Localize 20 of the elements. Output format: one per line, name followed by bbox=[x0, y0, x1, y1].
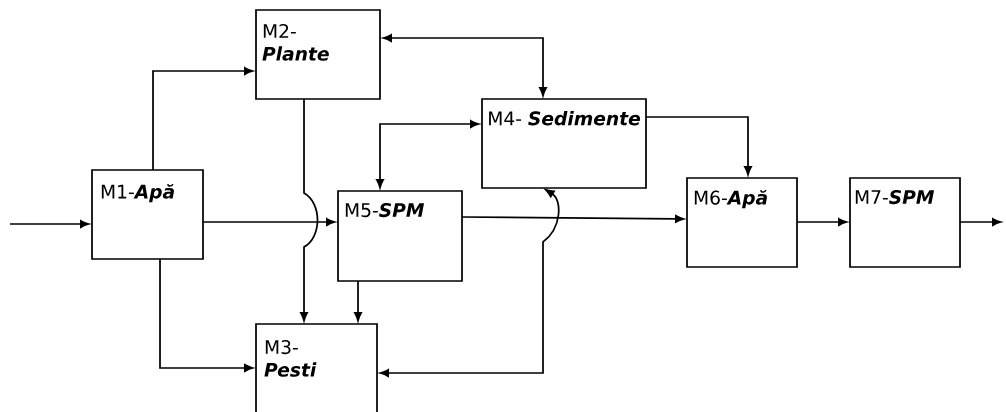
arrow bbox=[461, 214, 685, 223]
arrow bbox=[379, 189, 560, 377]
arrow bbox=[354, 280, 362, 322]
arrow bbox=[152, 67, 254, 171]
arrow bbox=[645, 116, 752, 176]
arrow bbox=[382, 34, 547, 97]
process-box: M1-Apă bbox=[91, 169, 204, 260]
arrow bbox=[796, 218, 848, 226]
arrow bbox=[159, 258, 254, 372]
arrow bbox=[9, 220, 90, 228]
arrow bbox=[959, 218, 1002, 226]
process-box: M3- Pesti bbox=[255, 323, 378, 412]
process-box: M2- Plante bbox=[255, 9, 381, 100]
process-box: M6-Apă bbox=[686, 177, 798, 268]
process-box: M5-SPM bbox=[337, 190, 463, 282]
arrow bbox=[376, 120, 480, 189]
arrow bbox=[300, 98, 319, 322]
arrow bbox=[202, 218, 336, 226]
process-box: M7-SPM bbox=[849, 177, 961, 268]
process-box: M4- Sedimente bbox=[481, 98, 647, 189]
